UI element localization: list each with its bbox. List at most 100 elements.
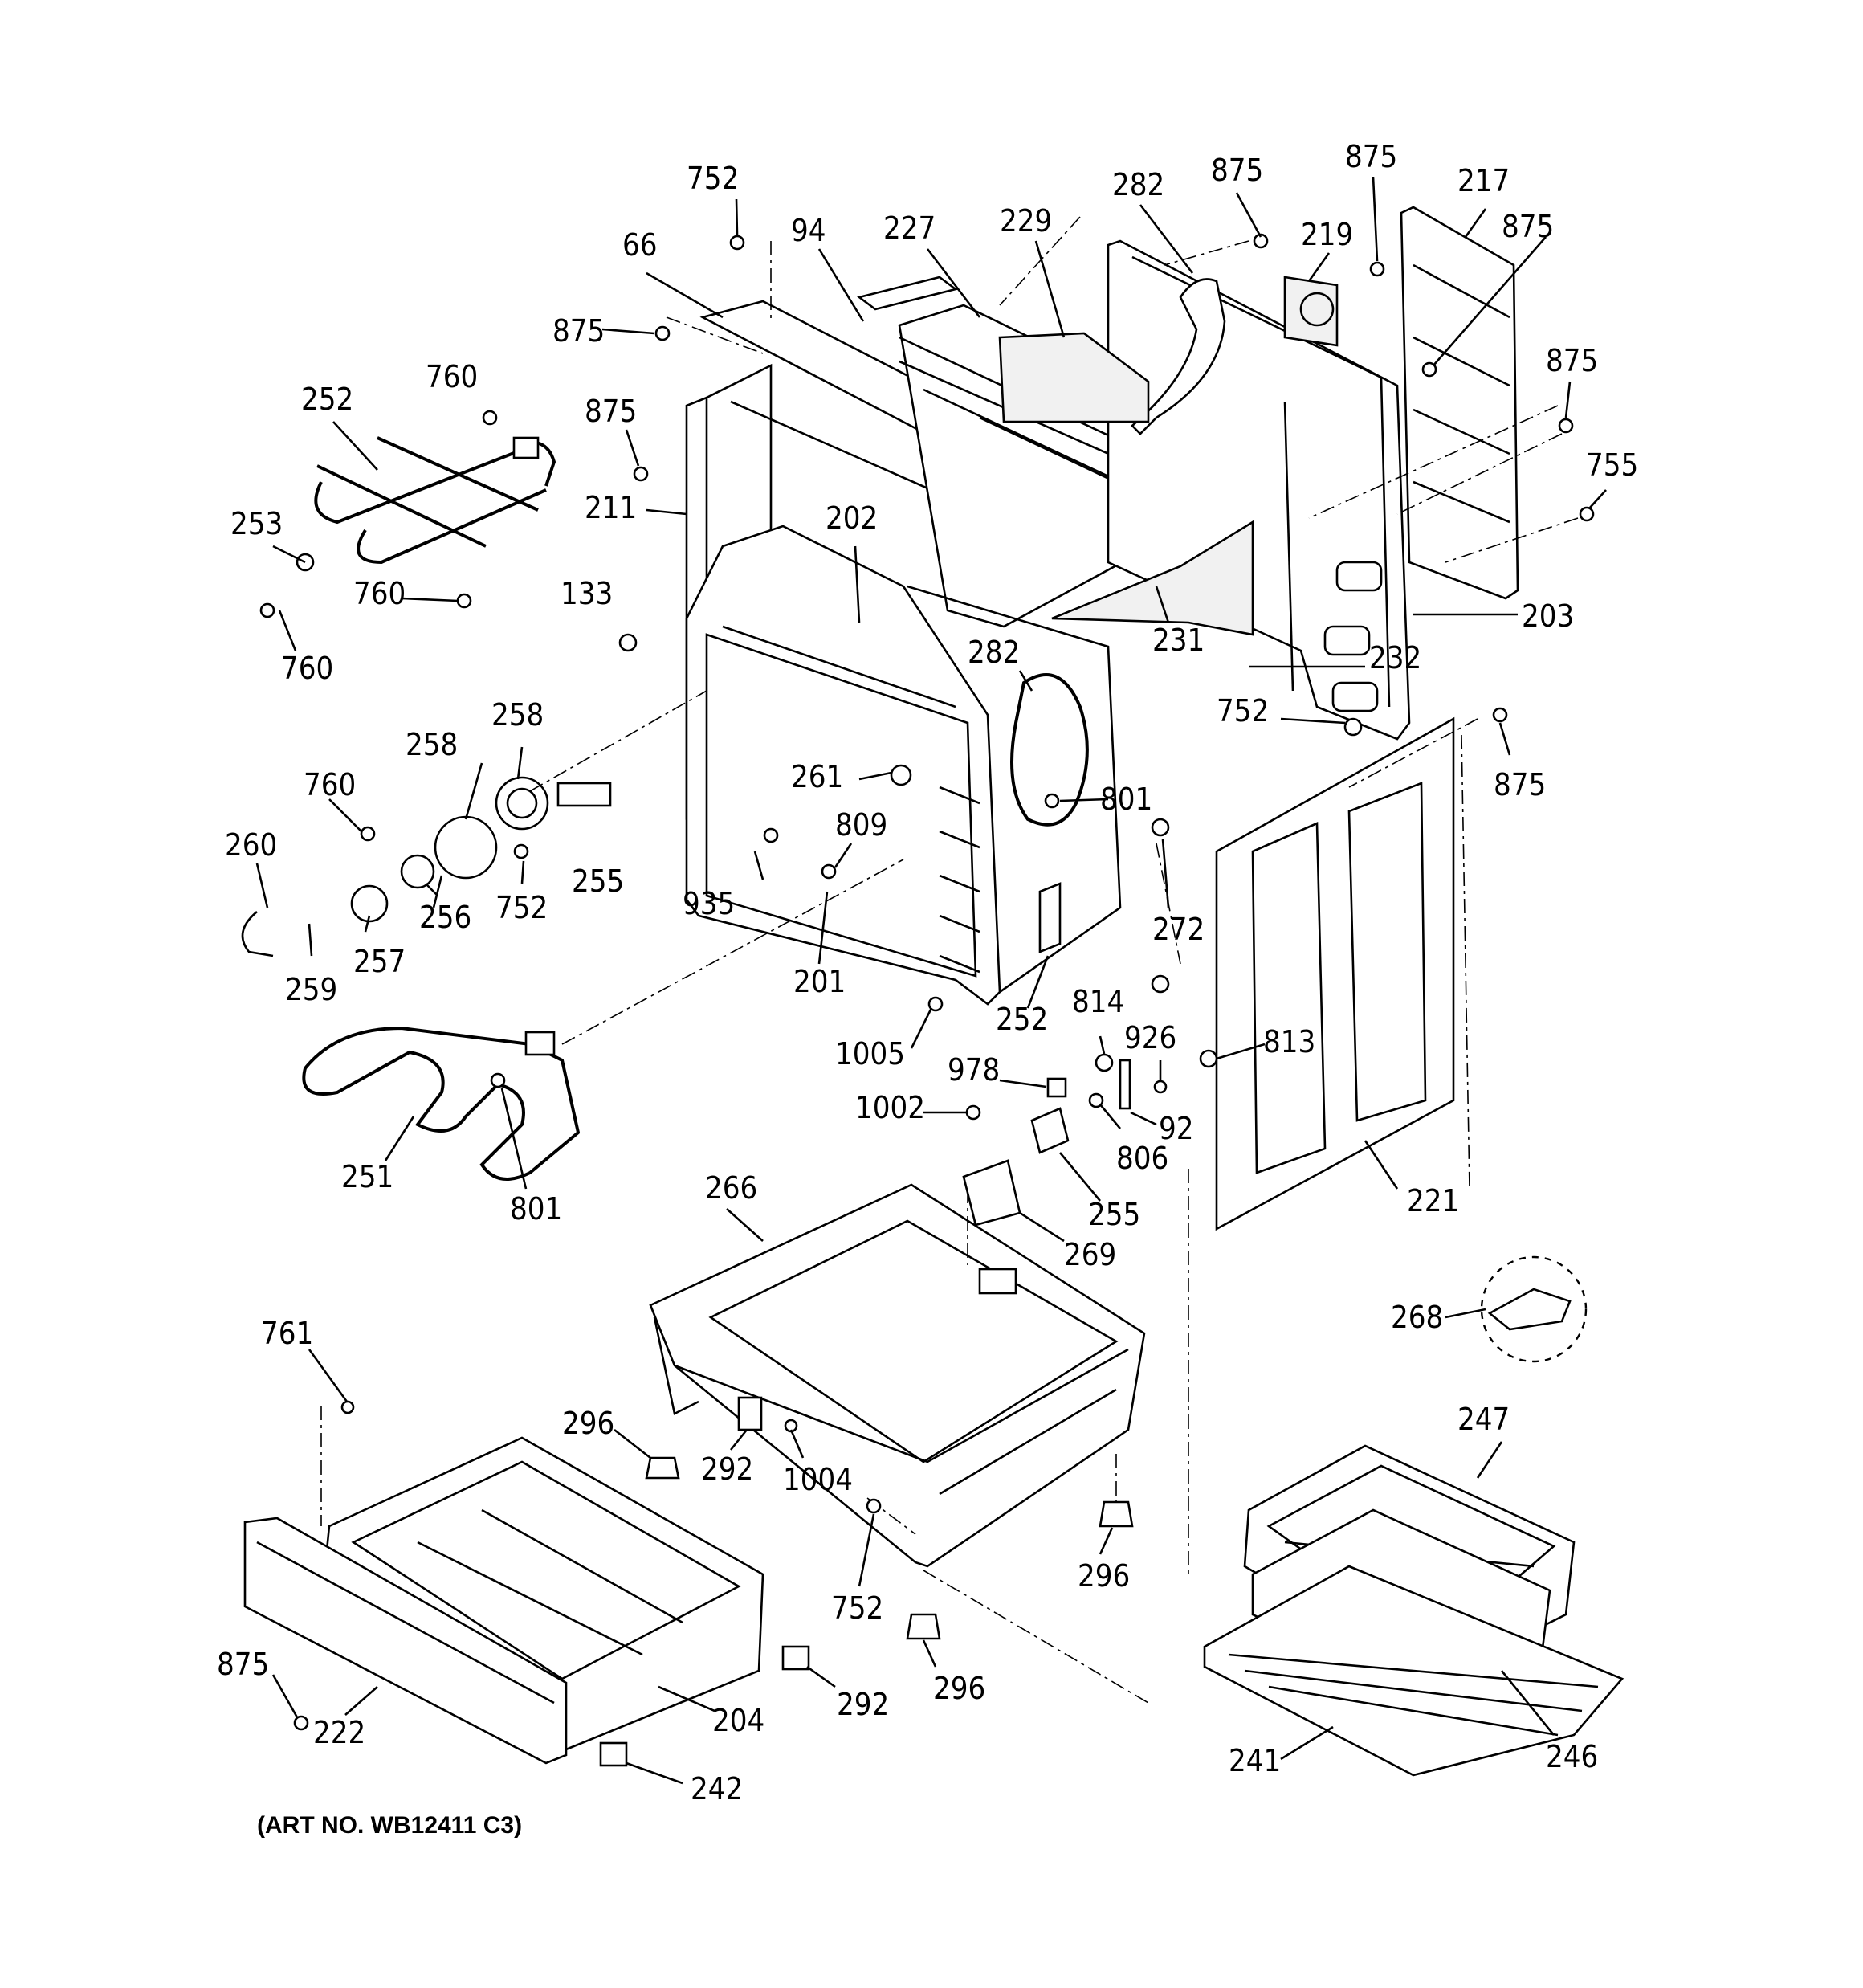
label-203: 203 [1522, 598, 1574, 634]
label-266: 266 [705, 1170, 757, 1206]
label-253: 253 [230, 506, 283, 541]
roller-292a [737, 1396, 763, 1431]
label-801: 801 [510, 1191, 562, 1227]
label-875: 875 [1211, 153, 1263, 188]
label-282: 282 [968, 635, 1020, 670]
label-211: 211 [585, 490, 637, 525]
label-296: 296 [1078, 1558, 1130, 1594]
label-1005: 1005 [835, 1036, 905, 1072]
label-875: 875 [217, 1647, 269, 1682]
screw-801a [1044, 793, 1060, 809]
label-875: 875 [1345, 139, 1397, 174]
part-978 [1046, 1077, 1067, 1098]
label-251: 251 [341, 1159, 393, 1194]
stop-242 [599, 1741, 628, 1767]
leader-lines [255, 176, 1607, 1785]
screw-875d [654, 325, 671, 341]
oven-cavity [685, 525, 1122, 1006]
leveler-296c [906, 1613, 941, 1640]
art-number: (ART NO. WB12411 C3) [257, 1812, 522, 1839]
screw-1005 [927, 996, 944, 1012]
label-292: 292 [837, 1687, 889, 1722]
screw-809 [821, 863, 837, 880]
label-814: 814 [1072, 984, 1124, 1019]
label-260: 260 [225, 827, 277, 863]
screw-1004 [784, 1419, 798, 1433]
label-258: 258 [491, 697, 544, 733]
fasteners [259, 233, 1595, 1767]
part-926 [1153, 1080, 1168, 1094]
label-269: 269 [1064, 1237, 1116, 1272]
screw-752c [513, 843, 529, 859]
label-875: 875 [585, 394, 637, 429]
label-241: 241 [1229, 1743, 1281, 1778]
label-875: 875 [1546, 343, 1598, 378]
drawer-support [649, 1183, 1146, 1568]
screw-801b [490, 1072, 506, 1088]
label-92: 92 [1159, 1111, 1194, 1146]
label-875: 875 [1502, 209, 1554, 244]
screw-875b [1369, 261, 1385, 277]
broil-element [314, 436, 556, 565]
screw-760d [360, 826, 376, 842]
screw-875e [633, 466, 649, 482]
label-801: 801 [1100, 782, 1152, 817]
label-760: 760 [281, 651, 333, 686]
label-1002: 1002 [855, 1090, 925, 1125]
screw-875c [1421, 361, 1437, 378]
label-875: 875 [1494, 767, 1546, 802]
label-755: 755 [1586, 447, 1638, 483]
label-806: 806 [1116, 1141, 1168, 1176]
leveler-296a [645, 1456, 680, 1480]
racks-and-pans [1203, 1444, 1625, 1777]
label-252: 252 [996, 1002, 1048, 1037]
sensor-261 [890, 764, 912, 786]
label-282: 282 [1112, 167, 1164, 202]
roller-292b [781, 1645, 810, 1671]
label-752: 752 [495, 890, 548, 925]
nut-133 [618, 633, 638, 652]
label-232: 232 [1369, 640, 1421, 676]
screw-752d [866, 1498, 882, 1514]
screw-761 [340, 1400, 355, 1414]
label-813: 813 [1263, 1024, 1315, 1059]
label-257: 257 [353, 944, 406, 979]
label-978: 978 [948, 1052, 1000, 1088]
label-809: 809 [835, 807, 887, 843]
label-246: 246 [1546, 1739, 1598, 1774]
label-258: 258 [406, 727, 458, 762]
light-assembly [241, 776, 612, 957]
screw-875h [293, 1715, 309, 1731]
label-760: 760 [426, 359, 478, 394]
label-231: 231 [1152, 623, 1205, 658]
part-272a [1151, 818, 1170, 837]
part-labels: 752 94 227 229 282 875 875 217 219 875 6… [217, 139, 1638, 1806]
label-217: 217 [1457, 163, 1510, 198]
screw-760b [456, 593, 472, 609]
label-752: 752 [687, 161, 739, 196]
clip-detail [1480, 1255, 1588, 1363]
storage-drawer [243, 1436, 764, 1765]
screw-875g [1492, 707, 1508, 723]
oven-cabinet [685, 206, 1519, 829]
screw-752b [1343, 717, 1363, 737]
label-229: 229 [1000, 203, 1052, 239]
label-752: 752 [831, 1590, 883, 1626]
leveler-296b [1099, 1500, 1134, 1528]
label-255: 255 [1088, 1197, 1140, 1232]
screw-752a [729, 235, 745, 251]
label-1004: 1004 [783, 1462, 853, 1497]
label-227: 227 [883, 210, 936, 246]
label-201: 201 [793, 964, 846, 999]
screw-875f [1558, 418, 1574, 434]
bake-element [302, 1026, 581, 1181]
side-panel [1215, 716, 1455, 1231]
label-760: 760 [304, 767, 356, 802]
screw-1002 [965, 1104, 981, 1121]
label-202: 202 [826, 500, 878, 536]
label-292: 292 [701, 1451, 753, 1487]
label-296: 296 [933, 1671, 985, 1706]
label-926: 926 [1124, 1020, 1176, 1055]
screw-755 [1579, 506, 1595, 522]
label-272: 272 [1152, 912, 1205, 947]
